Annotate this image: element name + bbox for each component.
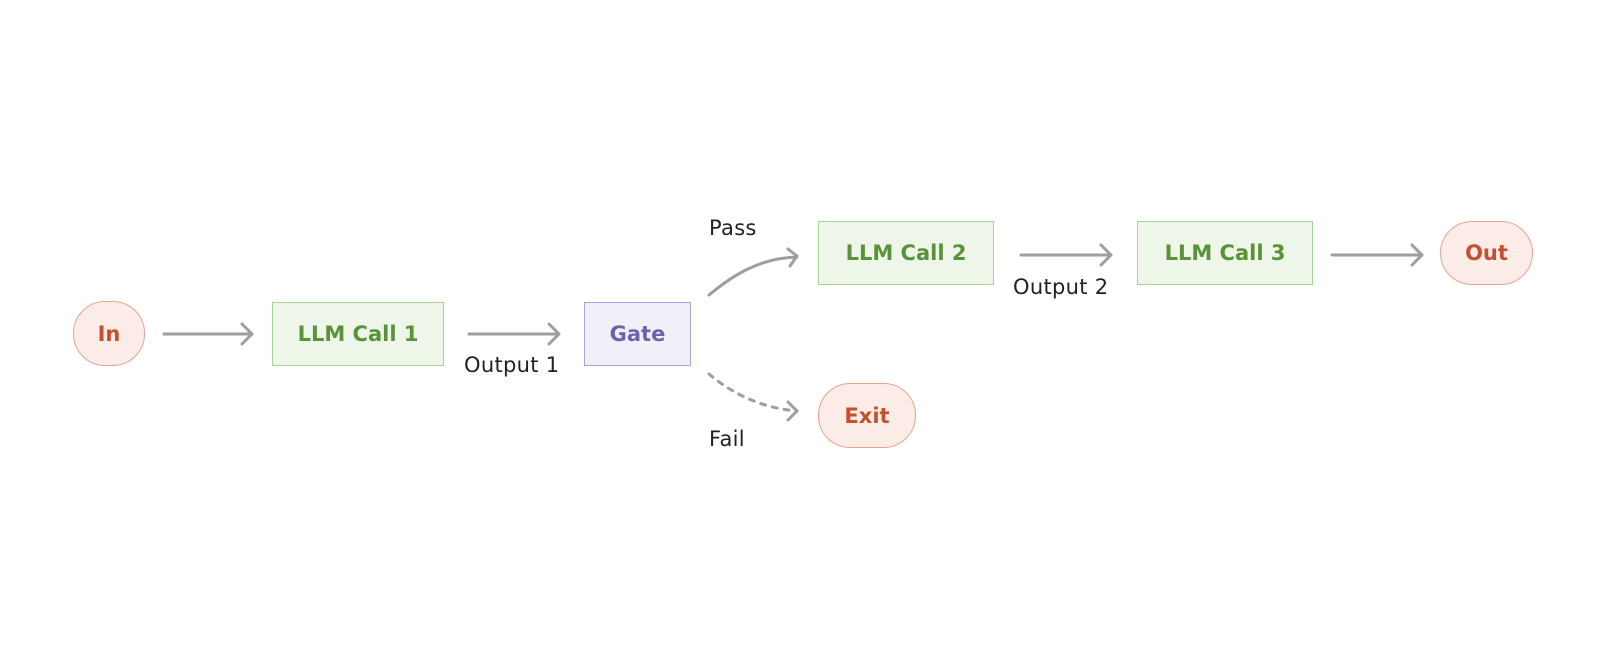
exit-node: Exit bbox=[818, 383, 916, 448]
arrow-in-to-llm1 bbox=[162, 322, 254, 346]
pass-label: Pass bbox=[709, 216, 757, 240]
fail-label: Fail bbox=[709, 427, 745, 451]
input-node: In bbox=[73, 301, 145, 366]
arrow-llm1-to-gate bbox=[467, 322, 561, 346]
output-1-label: Output 1 bbox=[464, 353, 560, 377]
llm-call-3-node: LLM Call 3 bbox=[1137, 221, 1313, 285]
gate-node: Gate bbox=[584, 302, 691, 366]
llm-call-2-node: LLM Call 2 bbox=[818, 221, 994, 285]
arrow-head-exit bbox=[786, 400, 799, 422]
output-2-label: Output 2 bbox=[1013, 275, 1109, 299]
arrow-llm3-to-out bbox=[1330, 243, 1424, 267]
arrow-gate-to-llm2-pass bbox=[707, 247, 799, 297]
arrow-gate-to-exit-fail bbox=[707, 372, 799, 413]
llm-call-1-node: LLM Call 1 bbox=[272, 302, 444, 366]
arrow-llm2-to-llm3 bbox=[1019, 243, 1113, 267]
output-node: Out bbox=[1440, 221, 1533, 285]
